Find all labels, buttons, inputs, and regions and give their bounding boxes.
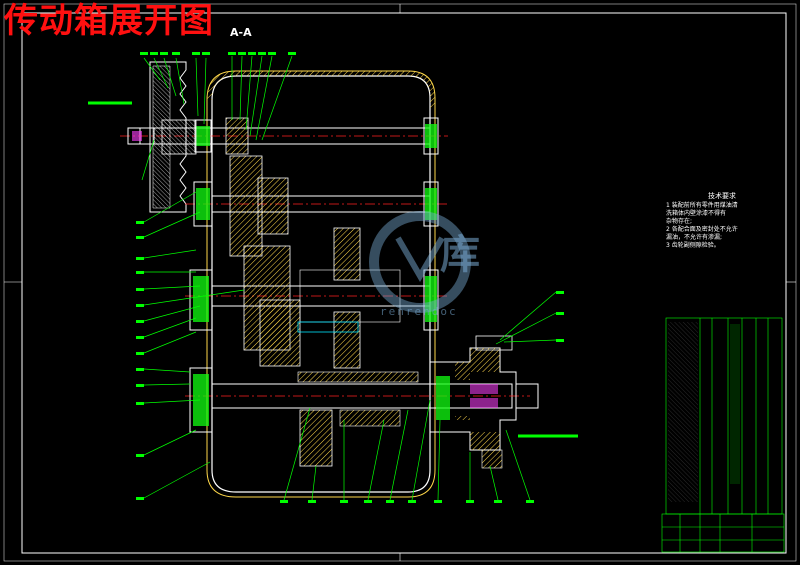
shaft-2 — [185, 155, 448, 257]
technical-notes: 技术要求 1 装配前所有零件用煤油清 洗箱体内壁涂漆不得有 杂物存在; 2 各配… — [666, 192, 778, 250]
part-leaders-right — [495, 291, 557, 345]
watermark-text: 库 — [440, 231, 480, 278]
technical-note-line: 3 齿轮副侧隙检验。 — [666, 242, 720, 249]
technical-notes-heading: 技术要求 — [708, 192, 736, 200]
technical-note-line: 1 装配前所有零件用煤油清 — [666, 202, 738, 209]
technical-note-line: 杂物存在; — [666, 218, 693, 225]
parts-list-table — [665, 317, 783, 515]
drawing-title: 传动箱展开图 — [4, 1, 214, 41]
shaft-3 — [185, 227, 448, 369]
title-block — [661, 513, 785, 553]
part-leaders-bottom — [283, 399, 531, 501]
drawing-frame — [3, 3, 797, 562]
v-belt-pulley — [88, 61, 187, 213]
section-view-label: A-A — [230, 26, 252, 39]
technical-note-line: 2 各配合面及密封处不允许 — [666, 226, 738, 233]
watermark-logo — [369, 211, 471, 313]
technical-note-line: 漏油，不允许有渗漏; — [666, 234, 723, 241]
watermark-subtext: renrendoc — [380, 305, 458, 318]
part-number-tags — [136, 52, 564, 503]
technical-note-line: 洗箱体内壁涂漆不得有 — [666, 210, 727, 217]
part-leaders-left — [141, 57, 245, 499]
gearbox-housing — [206, 70, 436, 498]
part-leaders-top — [231, 55, 293, 141]
shaft-4-output — [185, 335, 578, 469]
